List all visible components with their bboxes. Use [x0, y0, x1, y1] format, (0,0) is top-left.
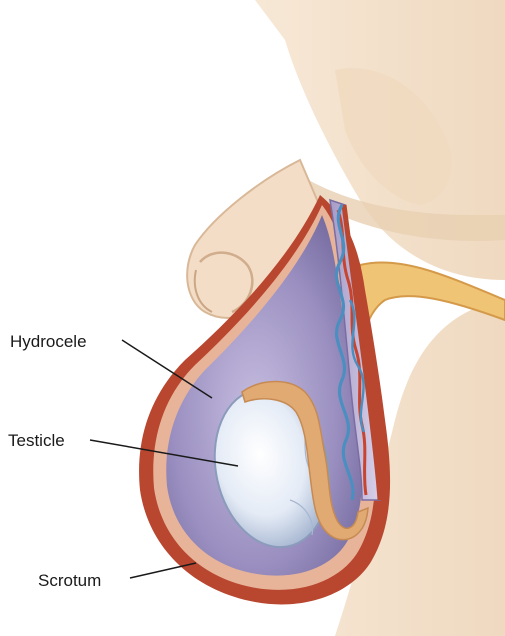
scrotum-label: Scrotum [38, 571, 101, 590]
hydrocele-label: Hydrocele [10, 332, 87, 351]
testicle-label: Testicle [8, 431, 65, 450]
